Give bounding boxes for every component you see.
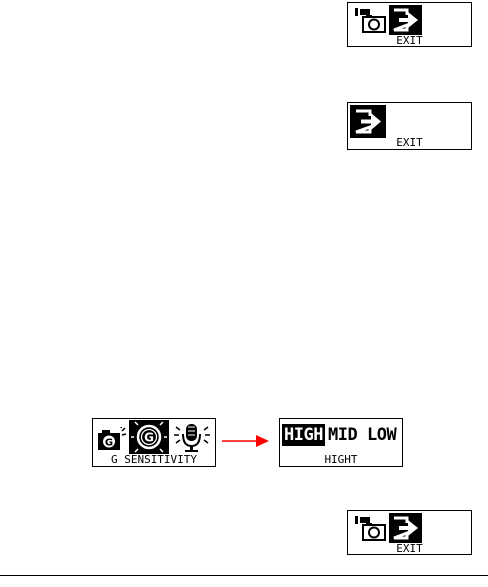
microphone-icon[interactable]	[172, 421, 212, 453]
g-sensitivity-menu-screen: G G G SENSITIVITY	[92, 418, 216, 467]
svg-text:G: G	[144, 431, 154, 445]
camera-mode-icon[interactable]	[354, 515, 386, 541]
exit-menu-screen-3: EXIT	[347, 510, 472, 555]
screen-label: EXIT	[348, 543, 471, 555]
exit-icon	[391, 7, 420, 33]
g-sensor-selected-highlight[interactable]: G	[129, 420, 169, 454]
option-low[interactable]: LOW	[365, 424, 398, 446]
exit-menu-screen-1: EXIT	[347, 2, 472, 47]
exit-selected-highlight[interactable]	[389, 5, 422, 35]
transition-arrow-icon	[222, 434, 270, 448]
screen-label: EXIT	[348, 137, 471, 149]
exit-icon	[391, 515, 420, 541]
exit-selected-highlight[interactable]	[350, 105, 386, 138]
screen-label: G SENSITIVITY	[93, 454, 215, 466]
g-sensor-icon: G	[131, 421, 167, 453]
option-mid[interactable]: MID	[326, 424, 359, 446]
screen-label: EXIT	[348, 35, 471, 47]
exit-menu-screen-2: EXIT	[347, 102, 472, 150]
option-high[interactable]: HIGH	[282, 424, 325, 446]
exit-icon	[353, 108, 383, 135]
footer-divider	[0, 575, 488, 576]
sensitivity-options-screen: HIGH MID LOW HIGHT	[279, 418, 403, 467]
screen-label: HIGHT	[280, 454, 402, 466]
g-camera-icon[interactable]: G	[97, 427, 127, 453]
svg-text:G: G	[105, 438, 113, 449]
camera-mode-icon[interactable]	[354, 7, 386, 33]
exit-selected-highlight[interactable]	[389, 513, 422, 543]
